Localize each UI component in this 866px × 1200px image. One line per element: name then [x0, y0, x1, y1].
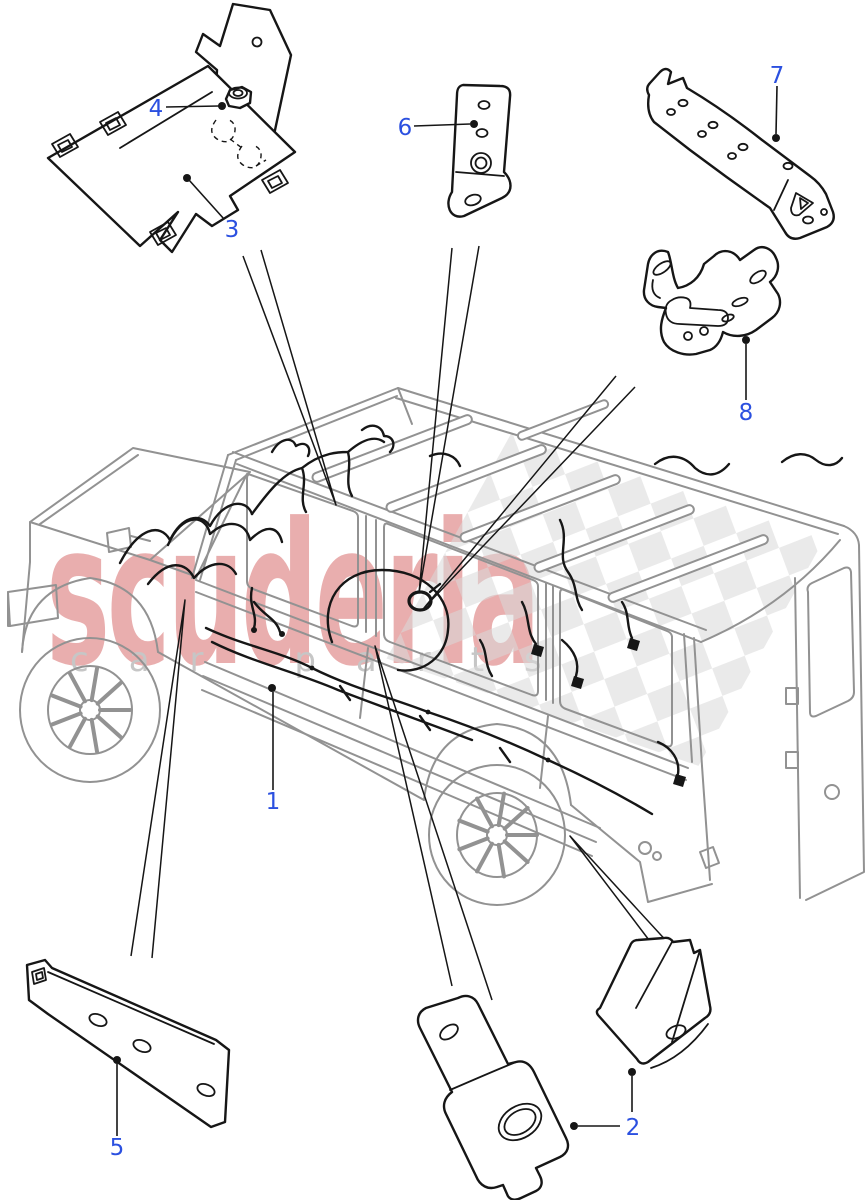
- bracket-6-drawing: [447, 83, 512, 218]
- wedge-brackets-7-8: [423, 375, 636, 609]
- bracket-2-right-drawing: [595, 936, 712, 1069]
- callout-4-label: 4: [149, 96, 164, 122]
- callout-6: 6: [398, 115, 478, 141]
- callout-7: 7: [770, 63, 785, 142]
- vehicle-drawing: [7, 387, 865, 906]
- callout-3-label: 3: [225, 217, 240, 243]
- callout-1-label: 1: [266, 789, 281, 815]
- callout-3: 3: [183, 174, 239, 243]
- bracket-5-drawing: [25, 958, 231, 1129]
- callout-2-label: 2: [626, 1115, 641, 1141]
- bracket-8-drawing: [642, 246, 782, 356]
- callout-8: 8: [739, 336, 754, 426]
- callout-7-label: 7: [770, 63, 785, 89]
- callout-8-label: 8: [739, 400, 754, 426]
- bracket-3-drawing: [46, 2, 297, 254]
- wedge-bracket-6: [418, 245, 480, 594]
- callout-5-label: 5: [110, 1135, 125, 1161]
- wedge-bracket-2-right: [569, 835, 683, 959]
- callouts: 4 3 6 7 8: [110, 63, 785, 1161]
- callout-1: 1: [266, 684, 281, 815]
- callout-6-label: 6: [398, 115, 413, 141]
- callout-5: 5: [110, 1056, 125, 1161]
- wedge-bracket-5: [130, 599, 186, 959]
- pointer-wedges: [130, 245, 683, 1001]
- bracket-7-drawing: [646, 67, 835, 240]
- callout-4: 4: [149, 96, 226, 122]
- wedge-bracket-2-left: [374, 645, 493, 1001]
- wiring-harness-drawing: [118, 424, 844, 816]
- nut-4-drawing: [211, 85, 267, 169]
- bracket-2-left-drawing: [416, 994, 570, 1200]
- wedge-bracket-3: [242, 249, 337, 506]
- callout-2: 2: [570, 1068, 640, 1141]
